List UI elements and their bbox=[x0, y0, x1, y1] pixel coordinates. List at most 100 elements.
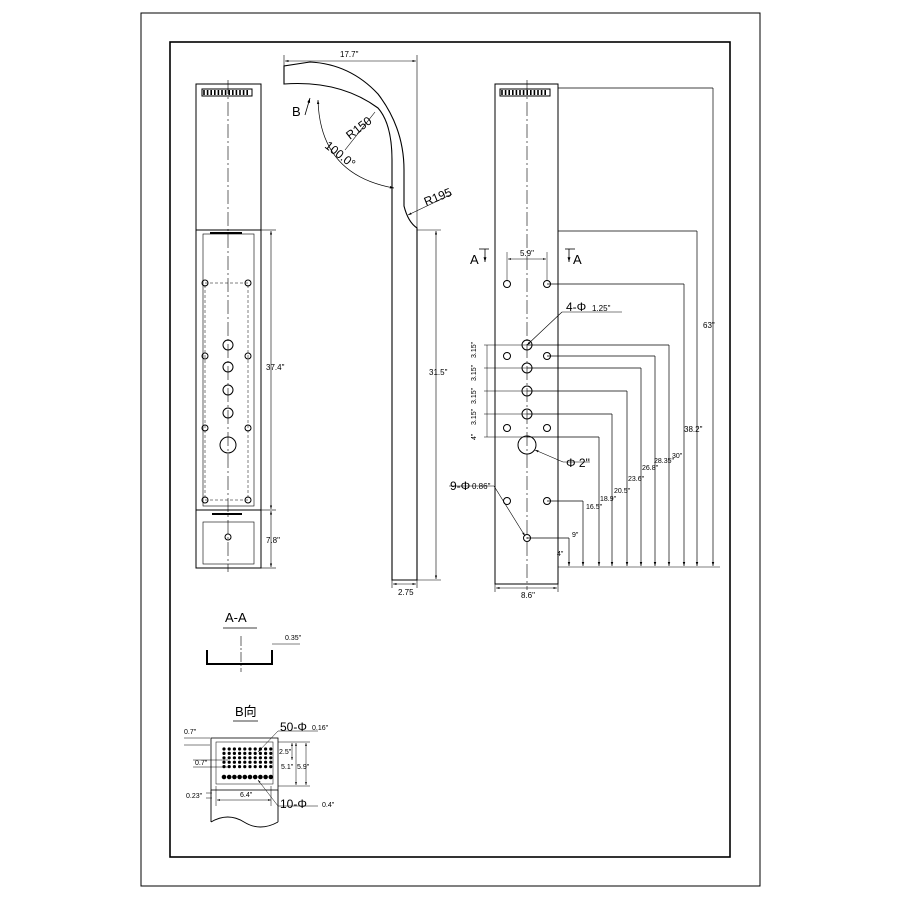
jet-hole bbox=[222, 361, 234, 373]
small-spray-hole bbox=[269, 751, 273, 756]
top-vent-grille-right bbox=[499, 88, 551, 97]
mount-hole bbox=[201, 279, 209, 287]
height-label: 4" bbox=[557, 551, 564, 558]
view-b-callout-10-size: 0.4" bbox=[322, 802, 335, 809]
small-spray-hole bbox=[248, 760, 252, 764]
height-label: 63" bbox=[703, 321, 715, 330]
small-spray-hole bbox=[227, 756, 231, 760]
view-b-title: B向 bbox=[235, 704, 257, 719]
side-dim-thickness: 2.75 bbox=[398, 588, 414, 597]
small-spray-hole bbox=[263, 760, 268, 764]
jet-hole bbox=[222, 339, 234, 351]
section-a-right-label: A bbox=[573, 252, 582, 267]
right-dim-width: 8.6" bbox=[521, 591, 535, 600]
mount-hole bbox=[244, 496, 252, 504]
small-spray-hole bbox=[222, 760, 226, 764]
small-spray-hole bbox=[248, 751, 252, 756]
mount-hole bbox=[244, 424, 252, 432]
small-spray-hole bbox=[238, 747, 242, 751]
small-spray-hole bbox=[238, 764, 242, 769]
small-spray-hole bbox=[232, 764, 236, 769]
angle-100: 100.0° bbox=[322, 138, 358, 171]
outer-border bbox=[140, 12, 761, 887]
view-b-callout-50-size: 0.16" bbox=[312, 725, 329, 732]
side-dim-top-width: 17.7" bbox=[340, 50, 359, 59]
view-b-callout-50-holes: 50-Φ bbox=[280, 720, 307, 734]
height-label: 28.35" bbox=[654, 458, 675, 465]
front-dim-upper-panel: 37.4" bbox=[266, 363, 285, 372]
radius-r195: R195 bbox=[422, 185, 454, 209]
height-label: 26.8" bbox=[642, 465, 659, 472]
view-b-dim-grid-width: 6.4" bbox=[240, 792, 253, 799]
mount-hole bbox=[201, 352, 209, 360]
mount-hole bbox=[543, 424, 551, 432]
small-spray-hole bbox=[269, 760, 273, 764]
mount-hole bbox=[244, 279, 252, 287]
large-spray-hole bbox=[232, 774, 237, 780]
view-b-callout-10-holes: 10-Φ bbox=[280, 797, 307, 811]
small-spray-hole bbox=[253, 747, 257, 751]
side-view bbox=[283, 55, 453, 588]
small-spray-hole bbox=[253, 760, 257, 764]
mount-hole bbox=[201, 424, 209, 432]
small-spray-hole bbox=[238, 751, 242, 756]
small-spray-hole bbox=[232, 756, 236, 760]
small-spray-hole bbox=[227, 760, 231, 764]
callout-4-holes-size: 1.25" bbox=[592, 304, 611, 313]
large-spray-hole bbox=[247, 774, 253, 780]
view-b-dim-height-3: 5.9" bbox=[297, 764, 310, 771]
small-spray-hole bbox=[243, 747, 247, 751]
callout-center-hole: Φ 2" bbox=[566, 456, 590, 470]
spacing-label: 3.15" bbox=[471, 408, 478, 425]
small-spray-hole bbox=[227, 764, 231, 769]
small-spray-hole bbox=[248, 764, 252, 769]
callout-9-holes: 9-Φ bbox=[450, 479, 470, 493]
height-label: 23.6" bbox=[628, 476, 645, 483]
small-spray-hole bbox=[238, 756, 242, 760]
small-spray-hole bbox=[263, 764, 268, 769]
jet-hole bbox=[222, 407, 234, 419]
large-spray-hole bbox=[252, 774, 258, 780]
callout-9-holes-size: 0.86" bbox=[472, 482, 491, 491]
side-dim-panel-height: 31.5" bbox=[429, 368, 448, 377]
small-spray-hole bbox=[263, 747, 268, 751]
small-spray-hole bbox=[253, 764, 257, 769]
view-b-dim-inner: 0.7" bbox=[195, 760, 208, 767]
small-spray-hole bbox=[253, 751, 257, 756]
front-view bbox=[195, 80, 276, 572]
small-spray-hole bbox=[248, 756, 252, 760]
height-label: 18.9" bbox=[600, 496, 617, 503]
view-b-dim-bottom: 0.23" bbox=[186, 793, 203, 800]
small-spray-hole bbox=[222, 751, 226, 756]
dim-hole-spacing: 5.9" bbox=[520, 249, 534, 258]
small-spray-hole bbox=[232, 747, 236, 751]
center-hole bbox=[517, 435, 537, 455]
large-spray-hole bbox=[258, 774, 263, 780]
section-a-left-label: A bbox=[470, 252, 479, 267]
small-spray-hole bbox=[222, 756, 226, 760]
height-label: 30" bbox=[672, 453, 683, 460]
view-b-dim-height-1: 2.5" bbox=[279, 749, 292, 756]
small-spray-hole bbox=[243, 760, 247, 764]
small-spray-hole bbox=[227, 747, 231, 751]
small-spray-hole bbox=[258, 751, 262, 756]
large-spray-hole bbox=[268, 774, 274, 780]
small-spray-hole bbox=[222, 764, 226, 769]
small-spray-hole bbox=[263, 751, 268, 756]
small-spray-hole bbox=[243, 751, 247, 756]
small-spray-hole bbox=[243, 764, 247, 769]
small-spray-hole bbox=[232, 751, 236, 756]
small-spray-hole bbox=[258, 756, 262, 760]
view-b-drawing bbox=[184, 720, 318, 828]
mount-hole bbox=[244, 352, 252, 360]
height-label: 9" bbox=[572, 532, 579, 539]
spacing-label: 3.15" bbox=[471, 387, 478, 404]
large-spray-hole bbox=[242, 774, 248, 780]
large-spray-hole bbox=[237, 774, 242, 780]
small-spray-hole bbox=[269, 764, 273, 769]
view-b-marker: B bbox=[292, 104, 301, 119]
right-view bbox=[449, 80, 720, 592]
inner-frame bbox=[169, 41, 731, 858]
mount-hole bbox=[503, 280, 511, 288]
